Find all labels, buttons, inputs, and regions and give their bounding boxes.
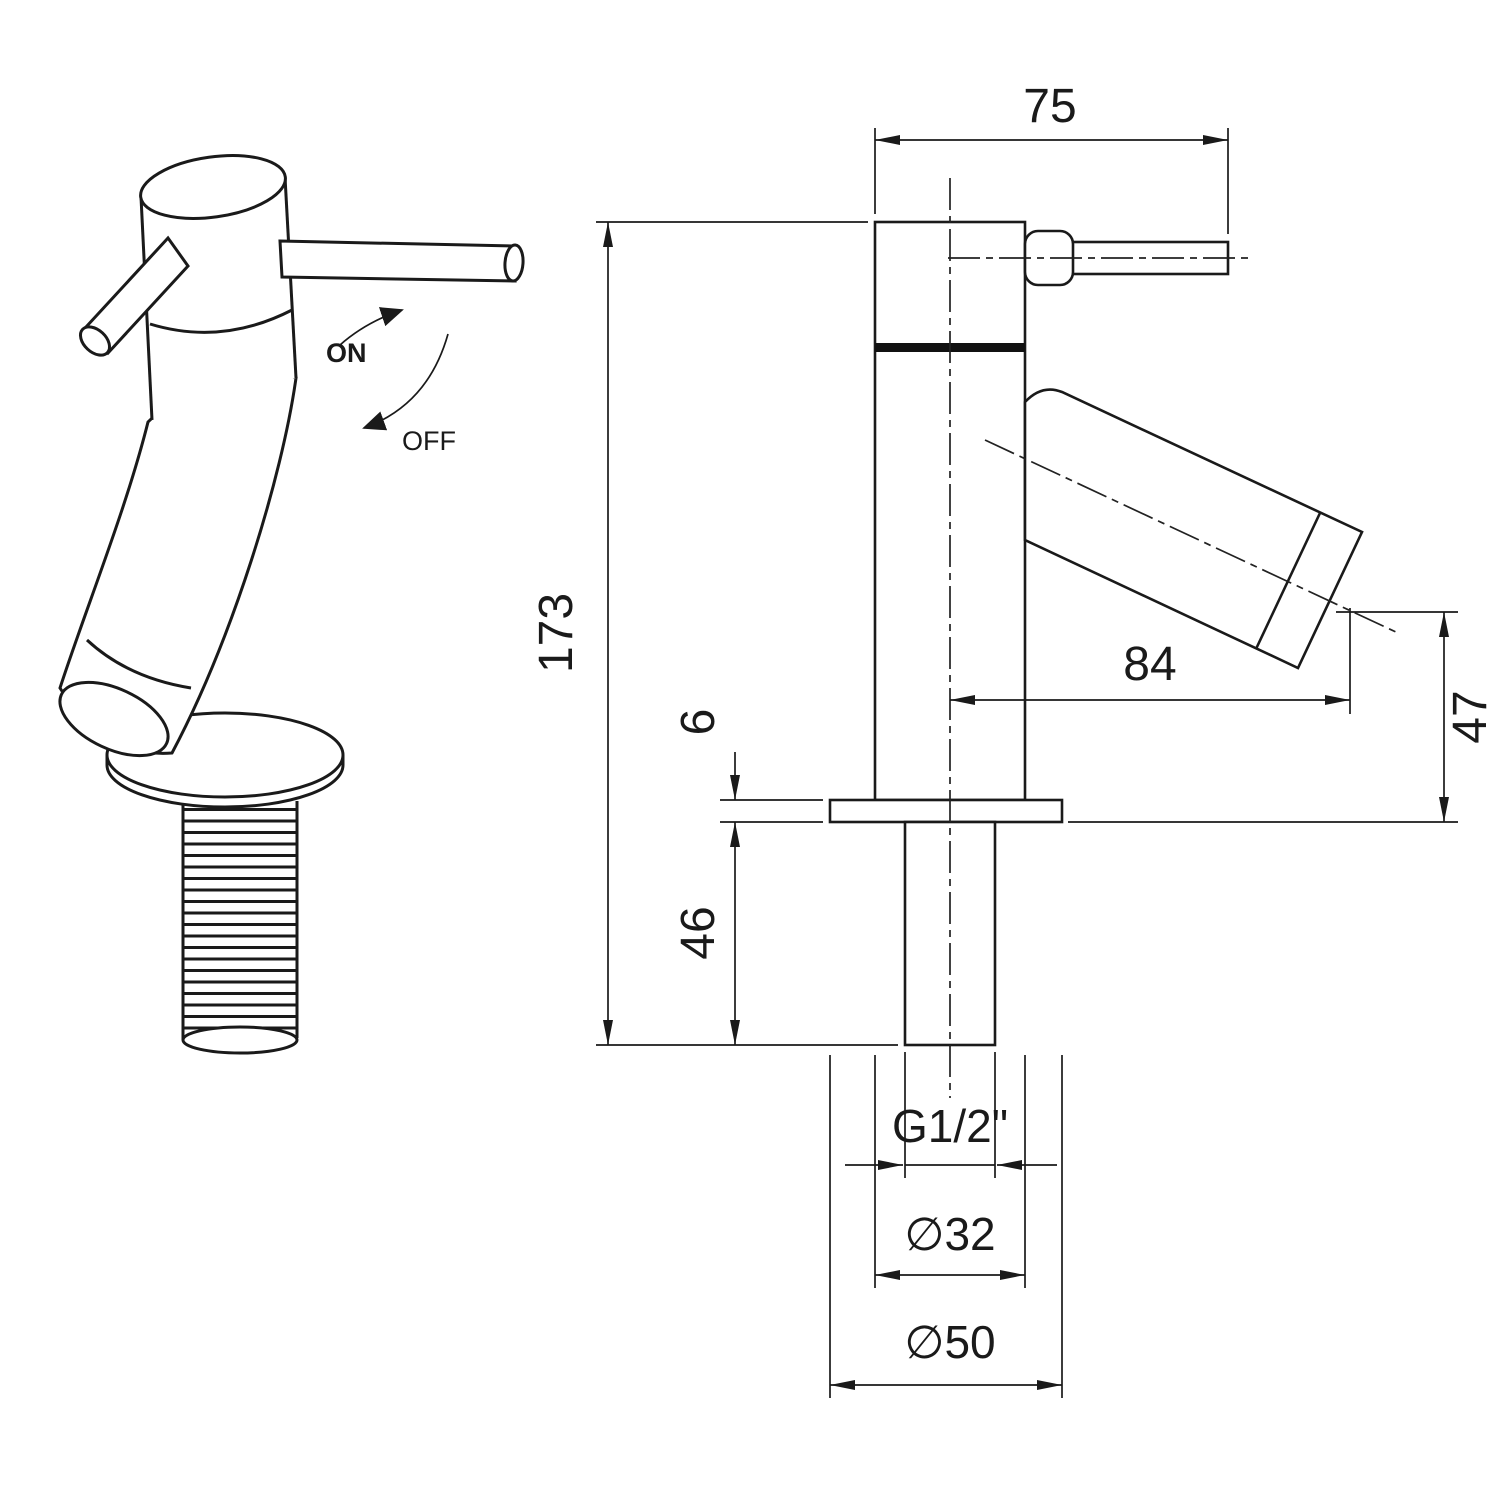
- perspective-spout: [58, 370, 298, 758]
- dim-base-diameter-label: ∅50: [904, 1316, 995, 1368]
- perspective-threaded-shank: [181, 801, 299, 1055]
- dimension-deck-thickness: 6: [672, 709, 823, 823]
- off-label: OFF: [402, 426, 456, 456]
- perspective-body-cap: [139, 154, 298, 421]
- perspective-view: ON OFF: [58, 154, 525, 1055]
- dim-body-diameter-label: ∅32: [904, 1208, 995, 1260]
- dim-top-width-label: 75: [1023, 80, 1076, 133]
- perspective-handle-left: [78, 235, 190, 357]
- dimension-base-diameter: ∅50: [829, 1055, 1063, 1398]
- dimension-top-width: 75: [874, 80, 1229, 234]
- aerator-band: [85, 638, 192, 690]
- dimension-thread: G1/2": [845, 1052, 1057, 1178]
- dimension-outlet-height: 47: [1068, 611, 1497, 823]
- rotation-arrow-on-icon: [339, 307, 404, 346]
- side-view-faucet: [828, 220, 1364, 1047]
- perspective-handle-right: [278, 239, 525, 283]
- dim-shank-length-label: 46: [672, 906, 725, 959]
- spout-outlet: [58, 680, 170, 758]
- dimension-spout-reach: 84: [950, 608, 1351, 714]
- spout: [1023, 388, 1364, 670]
- dimension-total-height: 173: [530, 221, 898, 1046]
- centerlines: [948, 178, 1399, 1098]
- dim-thread-label: G1/2": [892, 1100, 1008, 1152]
- dim-outlet-height-label: 47: [1444, 690, 1497, 743]
- on-label: ON: [326, 338, 367, 368]
- side-view: 75 173 6 46 84: [530, 80, 1497, 1398]
- spout-centerline: [984, 439, 1399, 634]
- dim-spout-reach-label: 84: [1123, 638, 1176, 691]
- dim-deck-thickness-label: 6: [672, 709, 725, 736]
- dimension-body-diameter: ∅32: [874, 1055, 1026, 1288]
- base-plate: [828, 798, 1064, 824]
- dimension-shank-length: 46: [672, 822, 740, 1045]
- rotation-indicator: ON OFF: [326, 307, 456, 456]
- rotation-arrow-off-icon: [362, 333, 449, 431]
- dim-total-height-label: 173: [530, 593, 583, 673]
